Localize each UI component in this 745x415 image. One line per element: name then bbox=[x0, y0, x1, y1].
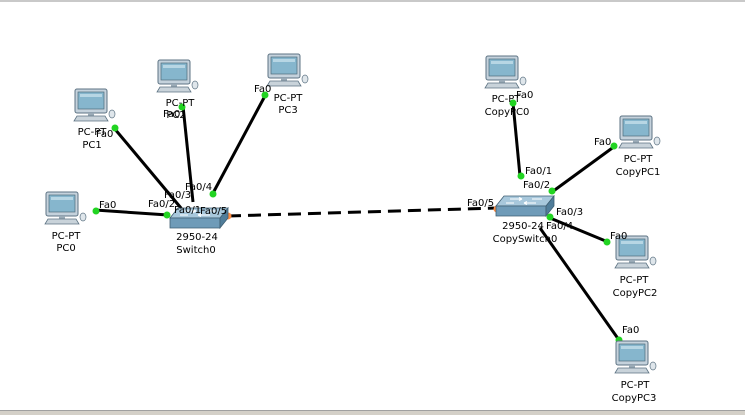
port-light bbox=[163, 211, 171, 219]
port-labels-layer: Fa0 Fa0/2 Fa0 Fa0/3 Fa0 Fa0/1 Fa0 Fa0/4 … bbox=[96, 84, 639, 336]
device-name-label: PC1 bbox=[82, 140, 101, 151]
device-name-label: PC3 bbox=[278, 105, 297, 116]
port-label: Fa0 bbox=[516, 90, 533, 101]
port-label: Fa0/4 bbox=[185, 182, 212, 193]
port-light bbox=[610, 142, 618, 150]
copyswitch0[interactable] bbox=[495, 195, 555, 217]
port-label: Fa0 bbox=[96, 129, 113, 140]
pc-icon bbox=[614, 340, 657, 374]
device-name-label: PC2 bbox=[166, 110, 185, 121]
device-type-label: PC-PT bbox=[274, 93, 304, 104]
link-copypc3-copyswitch0[interactable] bbox=[538, 227, 621, 341]
links-layer bbox=[94, 93, 621, 341]
port-label: Fa0/3 bbox=[164, 190, 191, 201]
port-light bbox=[517, 172, 525, 180]
port-light bbox=[209, 190, 217, 198]
link-pc3-switch0[interactable] bbox=[210, 93, 268, 196]
device-type-label: PC-PT bbox=[624, 154, 654, 165]
port-light bbox=[509, 99, 517, 107]
device-name-label: PC0 bbox=[56, 243, 75, 254]
link-pc2-switch0[interactable] bbox=[181, 105, 195, 203]
workspace-top-border bbox=[0, 0, 745, 2]
pc-icon bbox=[618, 115, 661, 149]
port-label: Fa0 bbox=[99, 200, 116, 211]
device-type-label: PC-PT bbox=[620, 275, 650, 286]
workspace-bottom-border bbox=[0, 410, 745, 415]
port-label: Fa0/5 bbox=[467, 198, 494, 209]
device-name-label: CopyPC0 bbox=[485, 107, 530, 118]
device-type-label: 2950-24 bbox=[176, 232, 218, 243]
pc3[interactable] bbox=[266, 53, 309, 87]
device-type-label: 2950-24 bbox=[502, 221, 544, 232]
link-copypc2-copyswitch0[interactable] bbox=[549, 216, 609, 244]
pc-icon bbox=[73, 88, 116, 122]
port-light bbox=[603, 238, 611, 246]
link-pc0-switch0[interactable] bbox=[94, 208, 169, 217]
device-type-label: PC-PT bbox=[492, 94, 522, 105]
pc-icon bbox=[156, 59, 199, 93]
device-type-label: PC-PT bbox=[78, 127, 108, 138]
link-pc1-switch0[interactable] bbox=[112, 127, 183, 209]
port-light bbox=[111, 124, 119, 132]
device-type-label: PC-PT bbox=[166, 98, 196, 109]
port-label: Fa0 bbox=[163, 109, 180, 120]
port-light bbox=[548, 187, 556, 195]
device-name-label: Switch0 bbox=[176, 245, 215, 256]
device-labels-layer: PC-PT PC0 PC-PT PC1 PC-PT PC2 PC-PT PC3 … bbox=[52, 93, 661, 404]
port-label: Fa0 bbox=[610, 231, 627, 242]
device-type-label: PC-PT bbox=[621, 380, 651, 391]
pc-icon bbox=[266, 53, 309, 87]
port-light bbox=[546, 213, 554, 221]
port-light bbox=[261, 91, 269, 99]
pc2[interactable] bbox=[156, 59, 199, 93]
device-name-label: CopyPC3 bbox=[612, 393, 657, 404]
device-type-label: PC-PT bbox=[52, 231, 82, 242]
link-copypc0-copyswitch0[interactable] bbox=[511, 102, 522, 177]
port-label: Fa0/3 bbox=[556, 207, 583, 218]
port-label: Fa0/2 bbox=[523, 180, 550, 191]
port-lights-layer bbox=[92, 91, 623, 344]
device-name-label: CopyPC2 bbox=[613, 288, 658, 299]
pc-icon bbox=[44, 191, 87, 225]
port-label: Fa0 bbox=[622, 325, 639, 336]
pc0[interactable] bbox=[44, 191, 87, 225]
pc-icon bbox=[484, 55, 527, 89]
port-label: Fa0/1 bbox=[174, 205, 201, 216]
port-light bbox=[92, 207, 100, 215]
port-label: Fa0 bbox=[254, 84, 271, 95]
pc1[interactable] bbox=[73, 88, 116, 122]
port-label: Fa0/5 bbox=[200, 206, 227, 217]
port-label: Fa0/1 bbox=[525, 166, 552, 177]
link-copypc1-copyswitch0[interactable] bbox=[551, 144, 616, 194]
link-switch0-copyswitch0[interactable] bbox=[227, 206, 498, 218]
port-light bbox=[178, 103, 186, 111]
device-name-label: CopySwitch0 bbox=[493, 234, 558, 245]
port-label: Fa0/4 bbox=[546, 221, 573, 232]
device-name-label: CopyPC1 bbox=[616, 167, 661, 178]
port-label: Fa0 bbox=[594, 137, 611, 148]
port-label: Fa0/2 bbox=[148, 199, 175, 210]
copypc1[interactable] bbox=[618, 115, 661, 149]
switch-icon bbox=[495, 195, 555, 217]
copypc3[interactable] bbox=[614, 340, 657, 374]
copypc0[interactable] bbox=[484, 55, 527, 89]
